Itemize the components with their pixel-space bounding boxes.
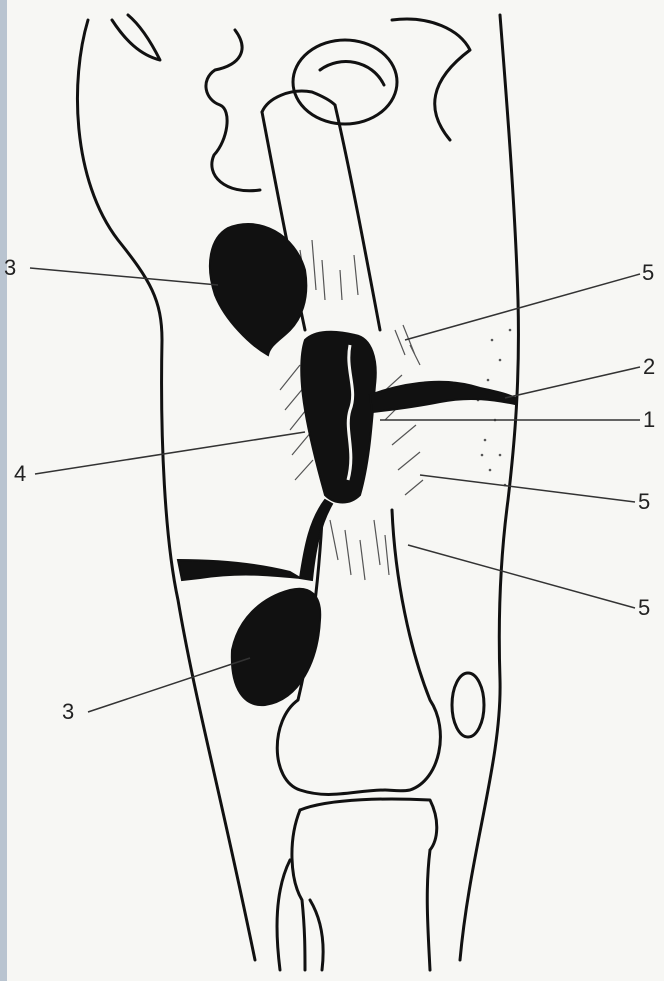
label-2: 2 [643, 356, 655, 378]
label-3-upper: 3 [4, 257, 16, 279]
buttock-crease [112, 15, 160, 60]
label-5-middle: 5 [638, 491, 650, 513]
pelvis-upper-curve [392, 19, 470, 140]
fibula [277, 860, 323, 970]
leader-5-middle [420, 475, 635, 502]
upper-abscess-pocket [210, 224, 306, 355]
leader-5-lower [408, 545, 635, 608]
leader-3-upper [30, 268, 218, 285]
leader-3-lower [88, 658, 250, 712]
sinus-tract-right [370, 382, 515, 412]
thigh-left-contour [77, 20, 255, 960]
sinus-tract-lower-left [178, 560, 300, 580]
leader-4 [35, 432, 305, 474]
femoral-head-inner-arc [320, 62, 384, 85]
tibia-left [292, 810, 305, 970]
leader-2 [505, 367, 640, 398]
tibia-plateau [300, 799, 437, 850]
connecting-tract-lower [300, 500, 332, 580]
label-5-top: 5 [642, 262, 654, 284]
leader-5-top [405, 274, 640, 340]
patella [452, 673, 484, 737]
label-5-lower: 5 [638, 597, 650, 619]
label-1: 1 [643, 409, 655, 431]
tibia-right [427, 850, 430, 970]
central-fracture-cavity [301, 332, 375, 503]
label-4: 4 [14, 463, 26, 485]
pelvis-outline [206, 30, 260, 191]
label-3-lower: 3 [62, 701, 74, 723]
thigh-right-contour [460, 15, 518, 960]
soft-tissue-stipple [477, 329, 512, 487]
lower-abscess-pocket [232, 589, 320, 705]
